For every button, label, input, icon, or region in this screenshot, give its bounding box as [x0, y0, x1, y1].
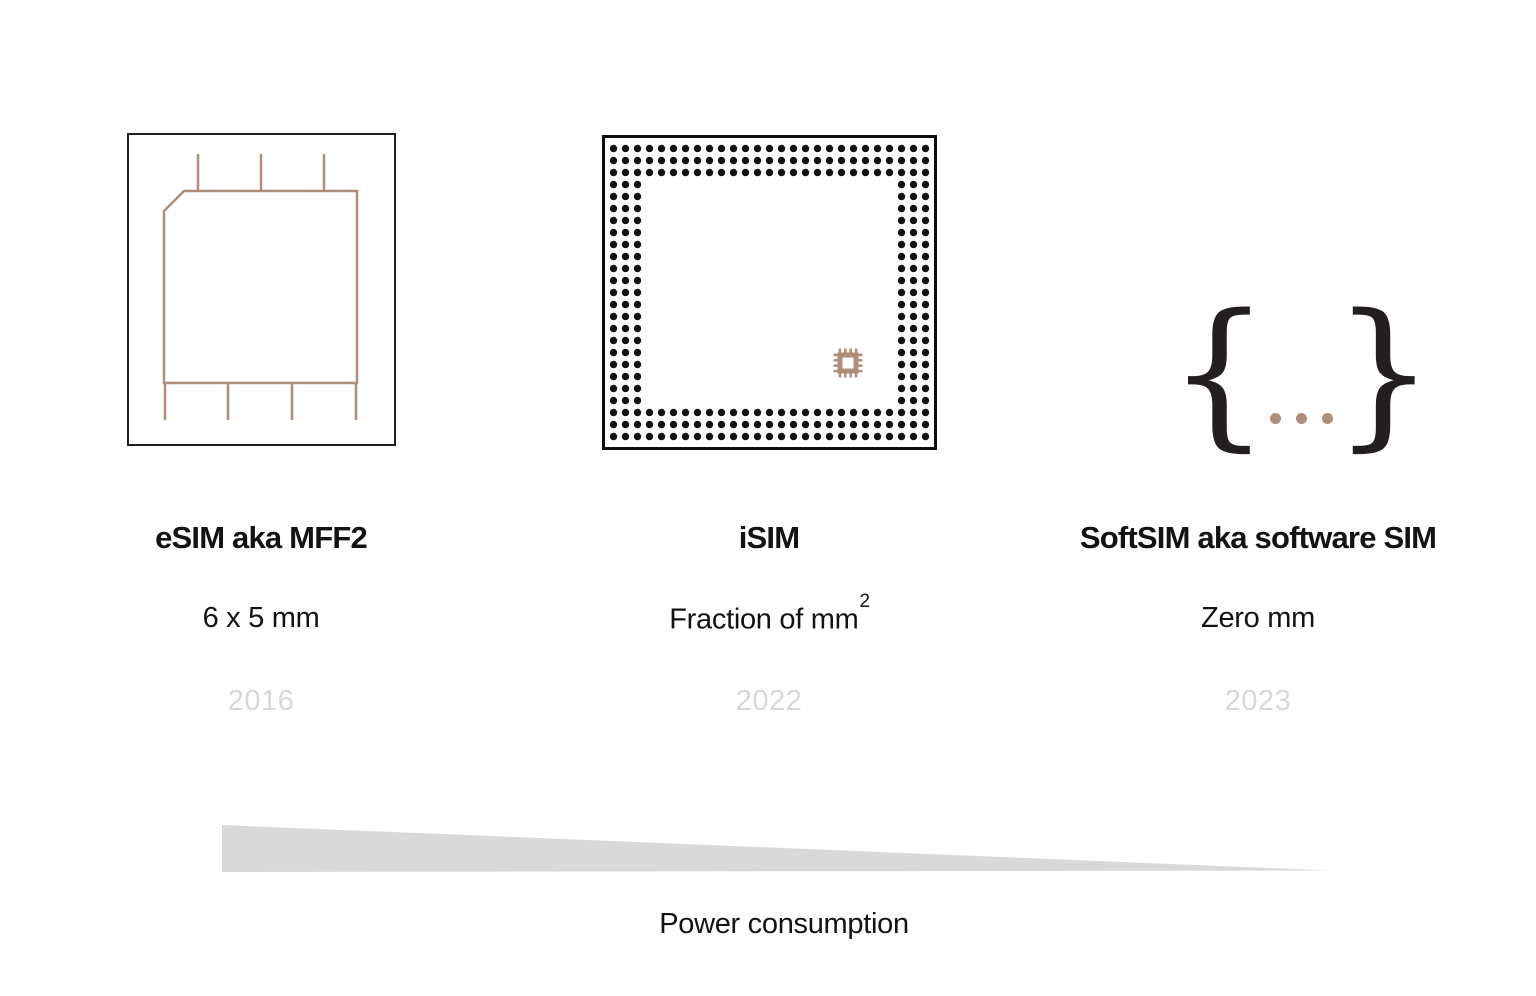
power-consumption-wedge [222, 825, 1330, 872]
softsim-braces-illustration: { } [1168, 279, 1435, 466]
esim-module-illustration [127, 133, 396, 446]
esim-mff2-module-icon [127, 133, 396, 446]
power-consumption-label: Power consumption [659, 908, 909, 940]
isim-package-illustration [602, 135, 937, 450]
right-brace-glyph: } [1332, 279, 1435, 466]
isim-year: 2022 [735, 685, 803, 717]
softsim-title: SoftSIM aka software SIM [1079, 520, 1437, 555]
softsim-year: 2023 [1224, 685, 1292, 717]
esim-year: 2016 [227, 685, 295, 717]
isim-size-superscript: 2 [859, 591, 870, 612]
isim-title: iSIM [738, 520, 800, 555]
softsim-size-label: Zero mm [1201, 602, 1315, 634]
bga-ball-grid [609, 144, 930, 441]
embedded-sim-die-icon [833, 348, 863, 378]
isim-size-label: Fraction of mm2 [519, 591, 1019, 637]
isim-size-text: Fraction of mm [669, 603, 859, 636]
softsim-ellipsis-dots [1269, 412, 1333, 424]
left-brace-glyph: { [1168, 279, 1270, 466]
esim-size-label: 6 x 5 mm [202, 602, 320, 634]
isim-bga-die-icon [602, 135, 937, 450]
esim-title: eSIM aka MFF2 [155, 520, 368, 555]
